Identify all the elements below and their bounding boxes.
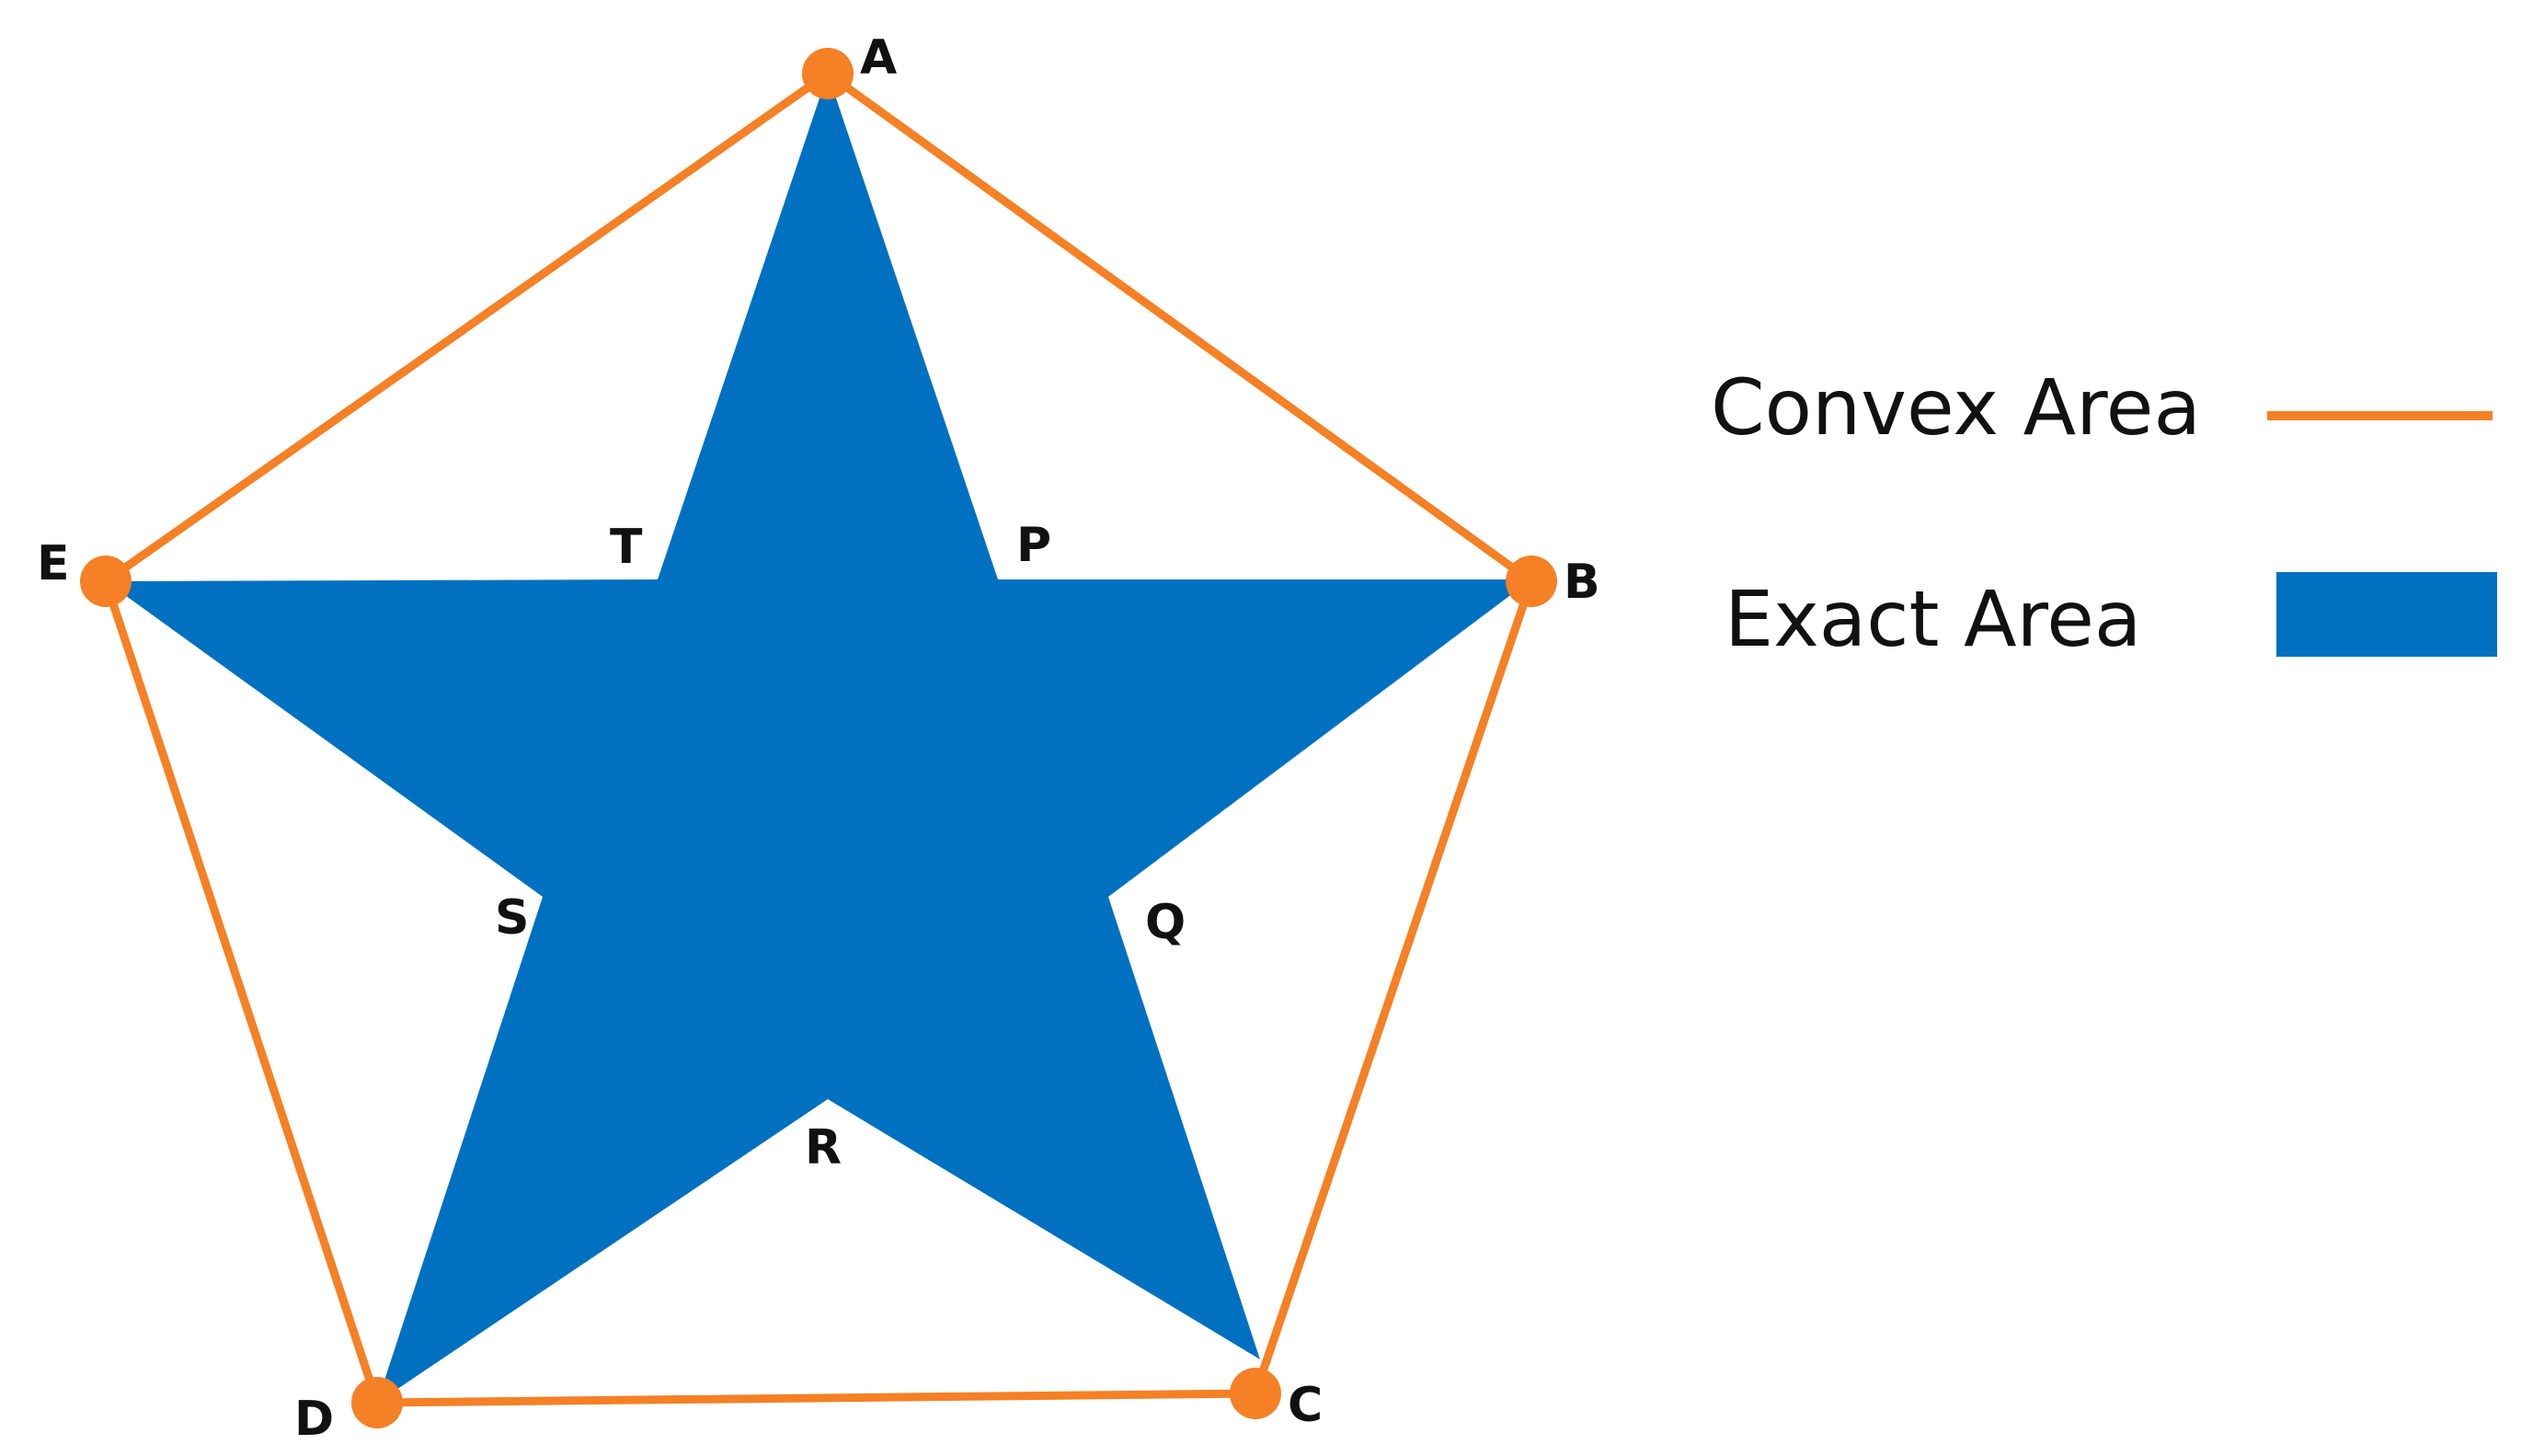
- legend-convex-label: Convex Area: [1711, 362, 2201, 453]
- vertex-dot-e: [80, 556, 132, 607]
- legend-exact-swatch: [2276, 572, 2497, 657]
- inner-label-r: R: [805, 1120, 842, 1175]
- vertex-label-a: A: [860, 30, 897, 86]
- vertex-dot-b: [1506, 556, 1557, 607]
- convex-area-pentagon: [101, 69, 1536, 1407]
- vertex-label-c: C: [1288, 1378, 1323, 1433]
- vertex-dot-c: [1230, 1368, 1281, 1419]
- vertex-dot-a: [802, 48, 854, 99]
- exact-area-star: [106, 74, 1531, 1403]
- inner-label-s: S: [495, 890, 529, 946]
- vertex-label-e: E: [37, 536, 70, 591]
- vertex-label-d: D: [294, 1392, 334, 1447]
- inner-label-q: Q: [1145, 895, 1186, 950]
- legend: Convex Area Exact Area: [1711, 362, 2497, 664]
- vertex-dot-d: [351, 1377, 403, 1428]
- inner-label-t: T: [610, 520, 643, 575]
- inner-label-p: P: [1016, 518, 1051, 573]
- legend-exact-label: Exact Area: [1725, 574, 2141, 664]
- vertex-label-b: B: [1564, 555, 1600, 610]
